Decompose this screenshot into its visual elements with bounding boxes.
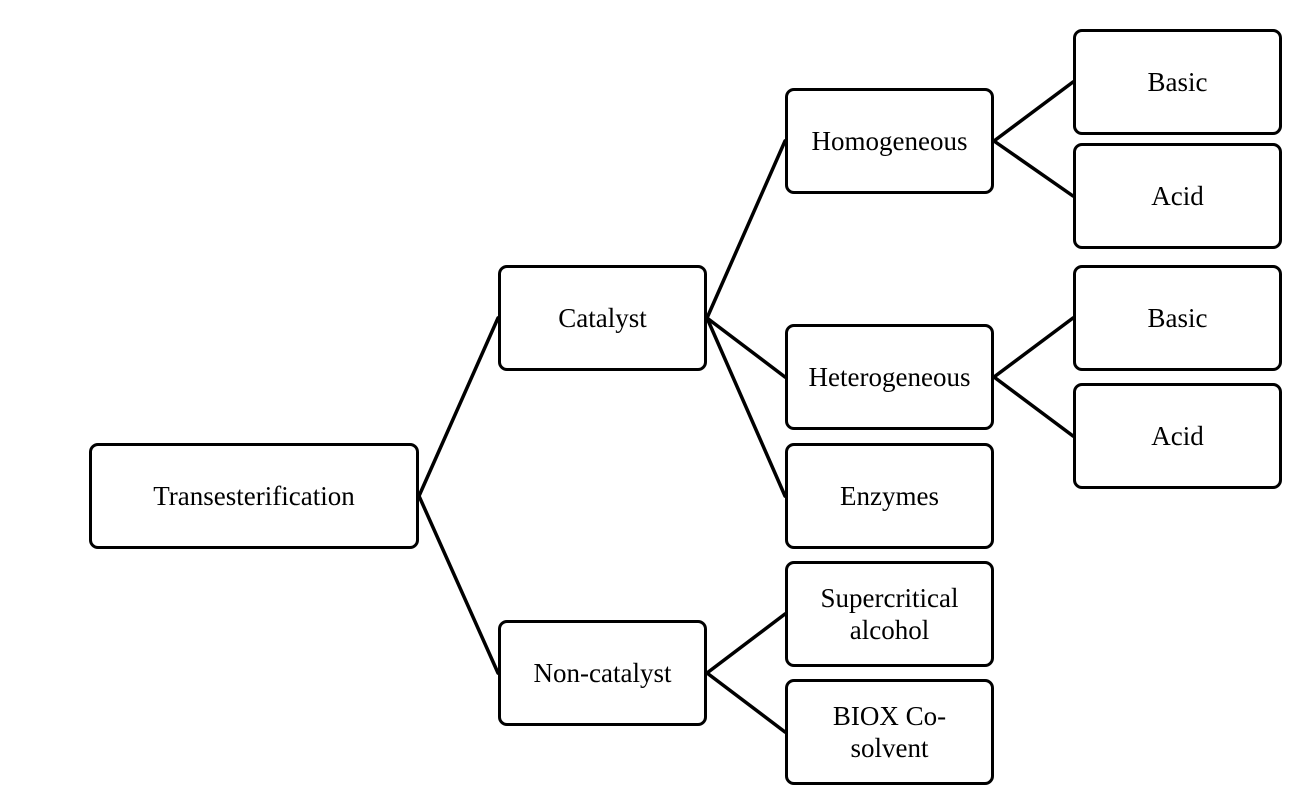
edge-root-noncatalyst	[417, 494, 500, 675]
node-supercritical-alcohol: Supercritical alcohol	[785, 561, 994, 667]
node-catalyst: Catalyst	[498, 265, 707, 371]
node-homogeneous: Homogeneous	[785, 88, 994, 194]
edge-homogeneous-basic	[992, 80, 1075, 143]
node-biox-co-solvent: BIOX Co- solvent	[785, 679, 994, 785]
edge-catalyst-heterogeneous	[705, 316, 787, 379]
edge-heterogeneous-acid	[992, 375, 1075, 438]
edge-noncatalyst-supercritical	[705, 612, 787, 675]
node-heterogeneous-basic: Basic	[1073, 265, 1282, 371]
node-homogeneous-acid: Acid	[1073, 143, 1282, 249]
node-heterogeneous-acid: Acid	[1073, 383, 1282, 489]
node-non-catalyst: Non-catalyst	[498, 620, 707, 726]
edge-noncatalyst-biox	[705, 671, 787, 734]
node-homogeneous-basic: Basic	[1073, 29, 1282, 135]
edge-catalyst-homogeneous	[705, 139, 787, 320]
node-enzymes: Enzymes	[785, 443, 994, 549]
edge-heterogeneous-basic	[992, 316, 1075, 379]
edge-homogeneous-acid	[992, 139, 1075, 198]
node-transesterification: Transesterification	[89, 443, 419, 549]
edge-root-catalyst	[417, 316, 500, 498]
node-heterogeneous: Heterogeneous	[785, 324, 994, 430]
edge-catalyst-enzymes	[705, 316, 787, 498]
